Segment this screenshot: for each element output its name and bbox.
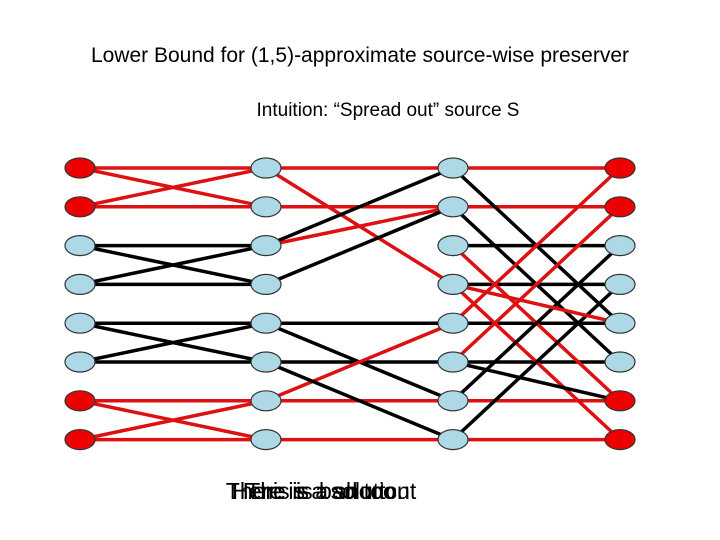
- vertex-node: [250, 273, 282, 295]
- edge-red: [451, 282, 622, 325]
- vertex-node: [437, 351, 469, 373]
- vertex-node: [437, 235, 469, 257]
- edge-black: [451, 360, 622, 403]
- edge-black: [264, 205, 455, 287]
- slide-subtitle: Intuition: “Spread out” source S: [256, 100, 520, 121]
- vertex-node: [437, 273, 469, 295]
- edge-red: [264, 321, 455, 403]
- vertex-node: [250, 390, 282, 412]
- node-layer: [64, 157, 636, 451]
- vertex-node: [250, 157, 282, 179]
- edge-red: [78, 166, 268, 209]
- edge-red: [451, 205, 622, 364]
- slide-title: Lower Bound for (1,5)-approximate source…: [90, 44, 630, 67]
- edge-black: [451, 282, 622, 442]
- vertex-node: [604, 351, 636, 373]
- edge-black: [451, 243, 622, 403]
- vertex-node: [250, 429, 282, 451]
- edge-red: [78, 399, 268, 442]
- source-node: [604, 157, 636, 179]
- vertex-node: [250, 351, 282, 373]
- edge-layer: [78, 166, 622, 442]
- vertex-node: [64, 235, 96, 257]
- source-node: [64, 390, 96, 412]
- vertex-node: [604, 312, 636, 334]
- vertex-node: [250, 312, 282, 334]
- vertex-node: [604, 273, 636, 295]
- vertex-node: [437, 390, 469, 412]
- source-node: [604, 390, 636, 412]
- source-node: [604, 196, 636, 218]
- vertex-node: [437, 312, 469, 334]
- edge-black: [78, 243, 268, 287]
- vertex-node: [604, 235, 636, 257]
- source-node: [64, 196, 96, 218]
- caption-text-2: Here is a solution: [232, 478, 410, 504]
- vertex-node: [437, 157, 469, 179]
- source-node: [64, 429, 96, 451]
- vertex-node: [250, 235, 282, 257]
- edge-black: [264, 360, 455, 442]
- vertex-node: [64, 351, 96, 373]
- source-node: [64, 157, 96, 179]
- vertex-node: [64, 273, 96, 295]
- vertex-node: [437, 196, 469, 218]
- caption-text-3: This is bad too: [246, 478, 396, 504]
- edge-red: [264, 166, 455, 287]
- vertex-node: [250, 196, 282, 218]
- source-node: [604, 429, 636, 451]
- vertex-node: [64, 312, 96, 334]
- edge-red: [451, 166, 622, 325]
- caption-text-1: There is a shortcut: [225, 478, 417, 504]
- edge-black: [264, 166, 455, 248]
- edge-black: [78, 321, 268, 364]
- vertex-node: [437, 429, 469, 451]
